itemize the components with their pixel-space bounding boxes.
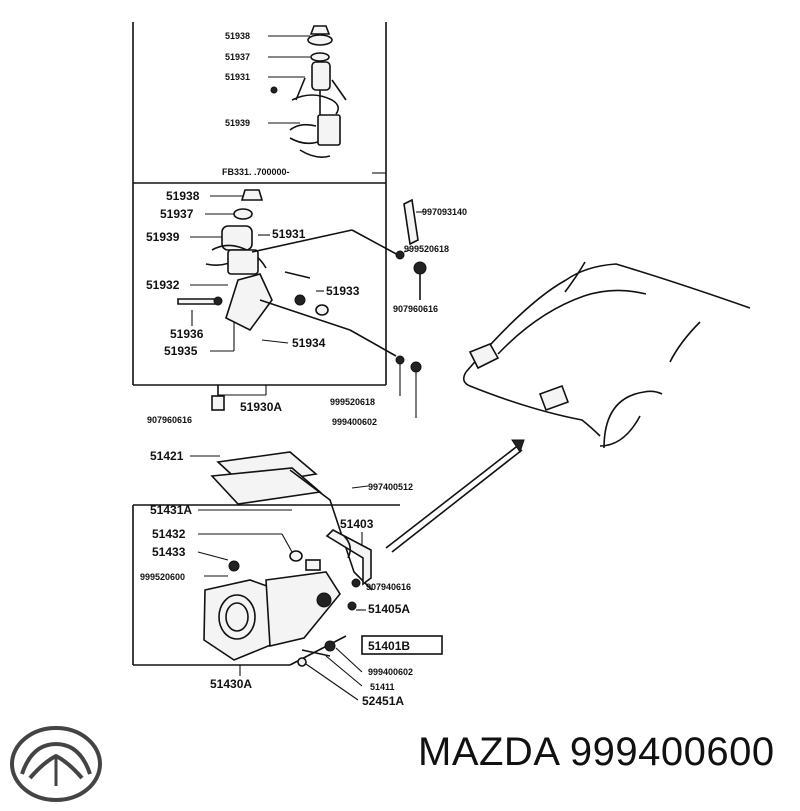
label-51432: 51432 bbox=[152, 527, 186, 541]
top-box-labels: 51938 51937 51931 51939 FB331. .700000- bbox=[222, 31, 386, 177]
label-51403: 51403 bbox=[340, 517, 374, 531]
label-51401B: 51401B bbox=[368, 639, 410, 653]
label-997093140: 997093140 bbox=[422, 207, 467, 217]
label-51936: 51936 bbox=[170, 327, 204, 341]
label-51433: 51433 bbox=[152, 545, 186, 559]
bottom-parts bbox=[203, 451, 373, 701]
label-999520618-b: 999520618 bbox=[330, 397, 375, 407]
mid-box-parts bbox=[177, 189, 401, 411]
label-51938: 51938 bbox=[166, 189, 200, 203]
label-51421: 51421 bbox=[150, 449, 184, 463]
bottom-labels: 51421 997400512 51431A 51403 51432 51433… bbox=[140, 449, 443, 708]
label-51934: 51934 bbox=[292, 336, 326, 350]
top-box-note: FB331. .700000- bbox=[222, 167, 290, 177]
label-52451A: 52451A bbox=[362, 694, 404, 708]
label-51935: 51935 bbox=[164, 344, 198, 358]
label-51931-top: 51931 bbox=[225, 72, 250, 82]
brand-heading: MAZDA 999400600 bbox=[418, 730, 775, 775]
label-999400602-bottom: 999400602 bbox=[368, 667, 413, 677]
upper-frame bbox=[132, 22, 387, 386]
mid-box-labels: 51938 51937 51939 51931 51932 51933 5193… bbox=[146, 189, 360, 414]
label-51937-top: 51937 bbox=[225, 52, 250, 62]
brand-name: MAZDA bbox=[418, 730, 559, 774]
label-51933: 51933 bbox=[326, 284, 360, 298]
mazda-logo-icon bbox=[8, 722, 104, 806]
label-51932: 51932 bbox=[146, 278, 180, 292]
label-997400512: 997400512 bbox=[368, 482, 413, 492]
top-box-parts bbox=[270, 25, 347, 158]
label-907960616-left: 907960616 bbox=[147, 415, 192, 425]
label-51931: 51931 bbox=[272, 227, 306, 241]
label-907940616: 907940616 bbox=[366, 582, 411, 592]
label-999400602: 999400602 bbox=[332, 417, 377, 427]
label-51937: 51937 bbox=[160, 207, 194, 221]
label-51939-top: 51939 bbox=[225, 118, 250, 128]
mid-right-hardware: 997093140 999520618 907960616 999520618 … bbox=[147, 198, 467, 427]
part-number: 999400600 bbox=[569, 730, 775, 774]
label-51411: 51411 bbox=[370, 682, 395, 692]
label-999520600: 999520600 bbox=[140, 572, 185, 582]
lower-frame bbox=[132, 504, 400, 666]
label-51939: 51939 bbox=[146, 230, 180, 244]
arrow bbox=[385, 439, 525, 553]
label-51430A: 51430A bbox=[210, 677, 252, 691]
car-front-illustration bbox=[462, 261, 751, 449]
label-51930A: 51930A bbox=[240, 400, 282, 414]
label-51405A: 51405A bbox=[368, 602, 410, 616]
label-51431A: 51431A bbox=[150, 503, 192, 517]
label-907960616: 907960616 bbox=[393, 304, 438, 314]
label-999520618-a: 999520618 bbox=[404, 244, 449, 254]
label-51938-top: 51938 bbox=[225, 31, 250, 41]
